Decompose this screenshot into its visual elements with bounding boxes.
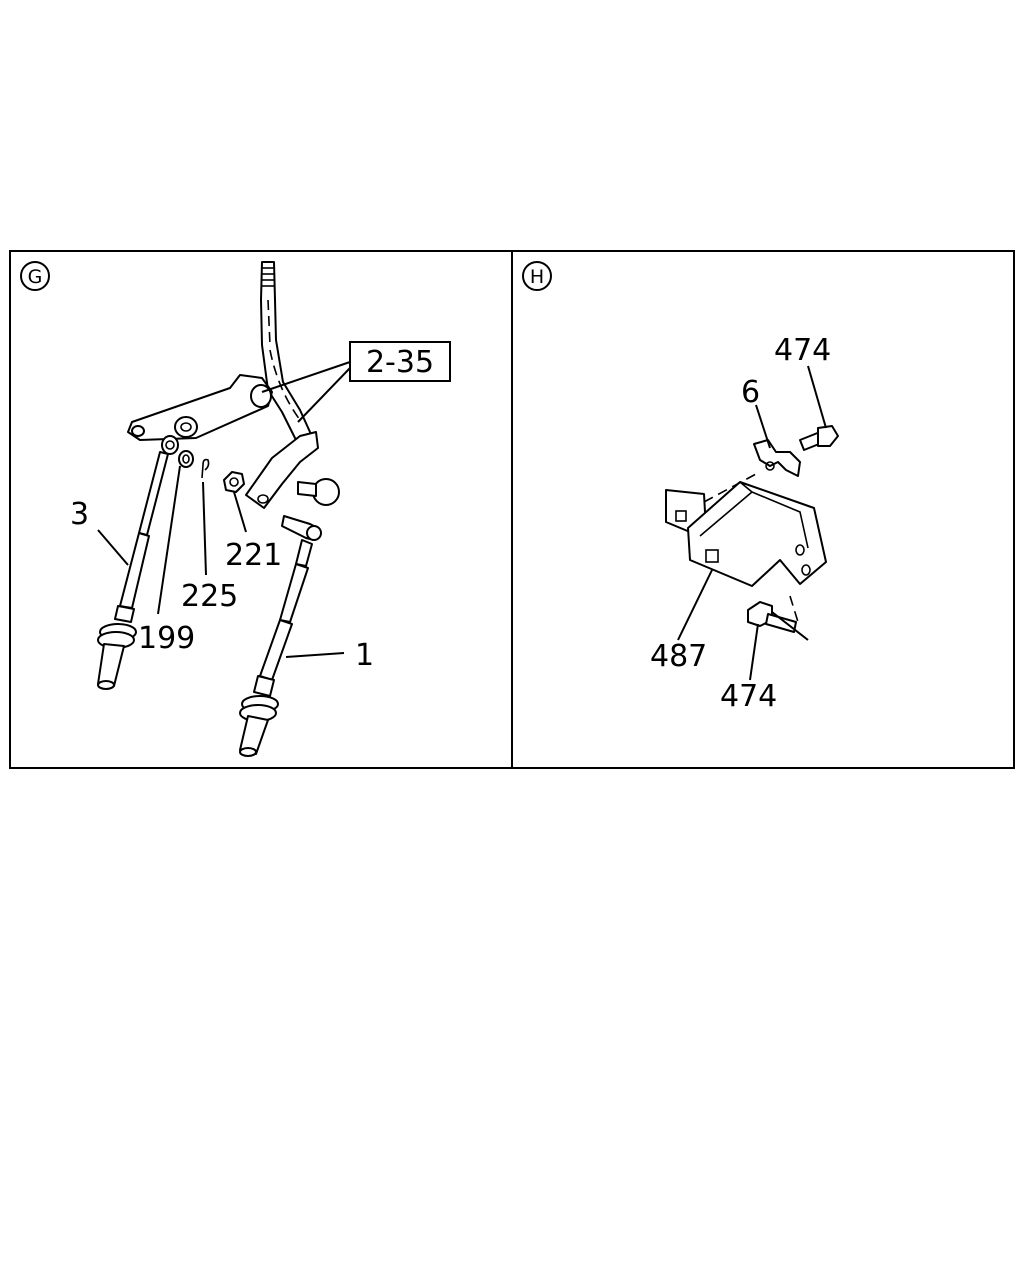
panel-g: G (20, 261, 451, 757)
callout-221: 221 (225, 538, 282, 573)
leader-487 (677, 569, 713, 641)
leader-221 (233, 491, 247, 533)
lever-bracket (245, 431, 340, 509)
callout-1: 1 (355, 638, 374, 673)
bracket-487 (665, 481, 827, 587)
callout-3: 3 (70, 497, 89, 532)
washer-225 (178, 450, 194, 468)
leader-ref-b (297, 367, 351, 423)
leader-1 (285, 652, 345, 658)
callout-225: 225 (181, 579, 238, 614)
reference-label: 2-35 (366, 345, 434, 380)
panel-g-letter: G (28, 266, 43, 288)
select-cable-3 (97, 451, 169, 690)
nut-221 (223, 471, 245, 493)
panel-g-badge (20, 261, 50, 291)
leader-199 (157, 465, 181, 615)
shift-cable-1 (239, 515, 322, 757)
reference-box (349, 341, 451, 382)
callout-6: 6 (741, 375, 760, 410)
shift-lever (260, 261, 313, 453)
assembly-line-upper (703, 473, 757, 503)
leader-474-lower-b (771, 611, 809, 641)
leader-6 (755, 404, 771, 449)
callout-487: 487 (650, 639, 707, 674)
bolt-474-lower (747, 601, 797, 633)
assembly-line-lower (789, 595, 799, 623)
bushing-199 (161, 435, 179, 455)
panel-h: H (522, 261, 839, 714)
callout-474-upper: 474 (774, 333, 831, 368)
leader-3 (97, 529, 129, 566)
clip-6 (753, 439, 801, 477)
bolt-474-upper (799, 425, 839, 451)
callout-474-lower: 474 (720, 679, 777, 714)
cotter-pin (201, 458, 210, 479)
panel-h-letter: H (530, 266, 544, 288)
panel-h-badge (522, 261, 552, 291)
callout-199: 199 (138, 621, 195, 656)
leader-474-lower (749, 623, 759, 681)
leader-474-upper (807, 365, 827, 429)
select-lever-arm (127, 374, 273, 441)
leader-225 (202, 481, 207, 576)
leader-ref-a (261, 361, 351, 393)
